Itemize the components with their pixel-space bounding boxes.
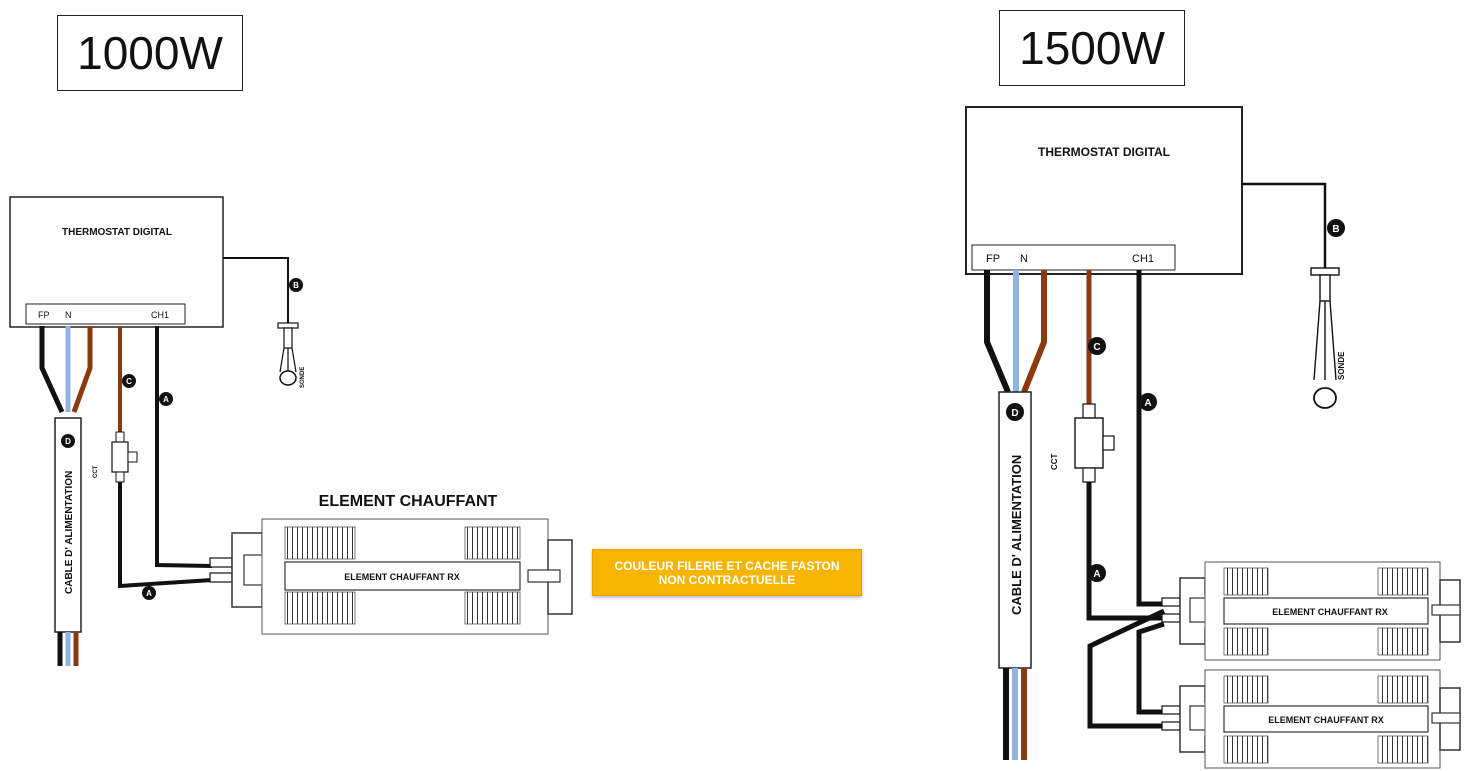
right-cct-icon <box>1074 403 1115 483</box>
left-wire-a-upper <box>155 326 213 568</box>
wiring-disclaimer-note: COULEUR FILERIE ET CACHE FASTON NON CONT… <box>592 549 862 596</box>
left-marker-b-circle <box>289 278 303 292</box>
left-marker-b: B <box>293 281 299 290</box>
right-wire-fp <box>984 270 1011 394</box>
right-cable-label: CABLE D' ALIMENTATION <box>1009 455 1024 615</box>
right-element-label-top: ELEMENT CHAUFFANT RX <box>1272 607 1388 617</box>
left-probe-label: SONDE <box>300 367 306 388</box>
left-cct-label: CCT <box>93 465 99 478</box>
left-diagram: THERMOSTAT DIGITAL FP N CH1 B SONDE D CA… <box>9 196 573 666</box>
right-terminal-n: N <box>1020 253 1028 265</box>
left-heating-element <box>209 518 573 635</box>
right-wire-brown <box>1021 270 1047 394</box>
left-terminal-strip <box>25 303 186 325</box>
right-marker-a-lower-circle <box>1088 564 1106 582</box>
right-probe-wire <box>1242 182 1327 268</box>
right-marker-d-circle <box>1006 403 1024 421</box>
right-thermostat-label: THERMOSTAT DIGITAL <box>1038 145 1170 159</box>
right-marker-b-circle <box>1327 219 1345 237</box>
left-terminal-fp: FP <box>38 310 50 320</box>
left-element-heading: ELEMENT CHAUFFANT <box>319 493 498 510</box>
left-cable-label: CABLE D' ALIMENTATION <box>64 471 75 594</box>
left-probe-icon <box>277 322 299 386</box>
left-title: 1000W <box>77 27 223 79</box>
left-marker-c-circle <box>122 374 136 388</box>
left-probe-wire <box>223 257 289 323</box>
left-title-box: 1000W <box>57 15 243 91</box>
right-wire-bridge-2 <box>1136 621 1165 715</box>
right-terminal-strip <box>971 244 1176 271</box>
right-marker-b: B <box>1332 224 1339 235</box>
left-cct-icon <box>111 431 138 483</box>
right-marker-a-upper: A <box>1144 398 1151 409</box>
left-marker-d: D <box>65 437 71 446</box>
right-cable-sleeve <box>998 391 1032 669</box>
right-marker-c: C <box>1093 342 1100 353</box>
right-heating-element-top <box>1161 561 1461 661</box>
left-element-label: ELEMENT CHAUFFANT RX <box>344 572 460 582</box>
left-marker-a-upper: A <box>163 395 169 404</box>
right-marker-a-upper-circle <box>1139 393 1157 411</box>
right-wire-a-lower <box>1086 482 1164 621</box>
right-probe-label: SONDE <box>1337 351 1346 380</box>
left-wire-a-lower <box>118 482 213 589</box>
right-probe-icon <box>1310 267 1340 409</box>
right-marker-d: D <box>1011 408 1018 419</box>
left-wire-brown <box>71 326 93 413</box>
right-element-label-bottom: ELEMENT CHAUFFANT RX <box>1268 715 1384 725</box>
right-diagram: THERMOSTAT DIGITAL FP N CH1 B SONDE D CA… <box>965 106 1461 769</box>
right-cct-label: CCT <box>1050 453 1059 470</box>
left-marker-a-lower-circle <box>142 586 156 600</box>
right-marker-c-circle <box>1088 337 1106 355</box>
right-terminal-fp: FP <box>986 253 1000 265</box>
right-heating-element-bottom <box>1161 669 1461 769</box>
left-marker-a-upper-circle <box>159 392 173 406</box>
right-wire-a-upper <box>1136 270 1164 607</box>
note-line-1: COULEUR FILERIE ET CACHE FASTON <box>614 558 840 573</box>
left-thermostat-label: THERMOSTAT DIGITAL <box>62 227 172 238</box>
left-marker-c: C <box>126 377 132 386</box>
right-terminal-ch1: CH1 <box>1132 253 1154 265</box>
right-title: 1500W <box>1019 22 1165 74</box>
right-title-box: 1500W <box>999 10 1185 86</box>
left-terminal-n: N <box>65 310 72 320</box>
left-wire-fp <box>39 326 65 414</box>
right-marker-a-lower: A <box>1093 569 1100 580</box>
right-wire-bridge-1 <box>1087 608 1166 729</box>
left-marker-d-circle <box>61 434 75 448</box>
left-marker-a-lower: A <box>146 589 152 598</box>
left-terminal-ch1: CH1 <box>151 310 169 320</box>
note-line-2: NON CONTRACTUELLE <box>658 572 796 587</box>
